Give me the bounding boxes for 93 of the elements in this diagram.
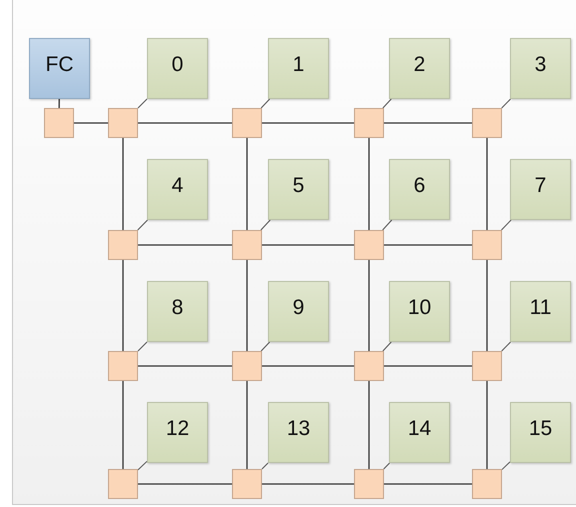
connector-line — [502, 461, 510, 470]
core-box — [389, 159, 450, 220]
node-label: 10 — [408, 297, 432, 318]
core-box — [268, 402, 329, 463]
core-box — [268, 159, 329, 220]
connector-line — [382, 98, 392, 108]
core-box — [389, 402, 450, 463]
router-box — [108, 469, 138, 499]
connector-line — [262, 462, 268, 470]
router-box — [232, 469, 262, 499]
connector-line — [486, 260, 488, 351]
router-box — [354, 230, 384, 260]
core-box — [510, 159, 571, 220]
node-label: 3 — [534, 54, 546, 75]
core-box — [510, 38, 571, 99]
core-box — [147, 281, 208, 342]
node-label: 0 — [172, 54, 184, 75]
connector-line — [262, 122, 354, 124]
connector-line — [138, 460, 148, 470]
connector-line — [74, 122, 108, 124]
router-box — [472, 230, 502, 260]
router-box — [472, 351, 502, 381]
node-label: 1 — [292, 54, 304, 75]
connector-line — [137, 220, 148, 230]
core-box — [510, 402, 571, 463]
node-label: 13 — [286, 418, 310, 439]
node-label: FC — [46, 54, 74, 75]
connector-line — [122, 381, 124, 469]
connector-line — [260, 220, 271, 230]
connector-line — [122, 260, 124, 351]
connector-line — [138, 365, 232, 367]
node-label: 9 — [292, 297, 304, 318]
router-box — [232, 108, 262, 138]
connector-line — [486, 381, 488, 469]
connector-line — [501, 342, 512, 352]
node-label: 7 — [534, 175, 546, 196]
connector-line — [138, 244, 232, 246]
connector-line — [246, 381, 248, 469]
connector-line — [368, 138, 370, 230]
connector-line — [382, 342, 392, 352]
node-label: 11 — [530, 297, 552, 318]
connector-line — [260, 342, 270, 352]
node-label: 2 — [414, 54, 426, 75]
connector-line — [384, 244, 472, 246]
connector-line — [384, 122, 472, 124]
router-box — [354, 351, 384, 381]
controller-box — [29, 38, 90, 99]
core-box — [389, 38, 450, 99]
connector-line — [486, 138, 488, 230]
core-box — [147, 38, 208, 99]
core-box — [147, 159, 208, 220]
connector-line — [138, 98, 148, 108]
connector-line — [262, 244, 354, 246]
connector-line — [384, 483, 472, 485]
connector-line — [382, 220, 392, 230]
core-box — [510, 281, 571, 342]
connector-line — [122, 138, 124, 230]
connector-line — [246, 260, 248, 351]
core-box — [389, 281, 450, 342]
router-box — [108, 351, 138, 381]
router-box — [108, 108, 138, 138]
node-label: 15 — [528, 418, 552, 439]
connector-line — [368, 260, 370, 351]
connector-line — [246, 138, 248, 230]
router-box — [354, 108, 384, 138]
router-box — [354, 469, 384, 499]
router-box — [232, 230, 262, 260]
connector-line — [260, 98, 270, 108]
connector-line — [383, 462, 390, 470]
connector-line — [262, 365, 354, 367]
node-label: 5 — [292, 175, 304, 196]
connector-line — [368, 381, 370, 469]
router-box — [472, 108, 502, 138]
router-box — [44, 108, 74, 138]
router-box — [232, 351, 262, 381]
connector-line — [384, 365, 472, 367]
router-box — [108, 230, 138, 260]
connector-line — [138, 342, 148, 352]
node-label: 4 — [172, 175, 184, 196]
connector-line — [262, 483, 354, 485]
connector-line — [58, 99, 60, 108]
connector-line — [501, 98, 512, 108]
connector-line — [500, 220, 512, 230]
connector-line — [138, 483, 232, 485]
node-label: 8 — [172, 297, 184, 318]
core-box — [268, 281, 329, 342]
core-box — [268, 38, 329, 99]
core-box — [147, 402, 208, 463]
node-label: 12 — [166, 418, 190, 439]
node-label: 14 — [408, 418, 432, 439]
connector-line — [138, 122, 232, 124]
node-label: 6 — [414, 175, 426, 196]
router-box — [472, 469, 502, 499]
